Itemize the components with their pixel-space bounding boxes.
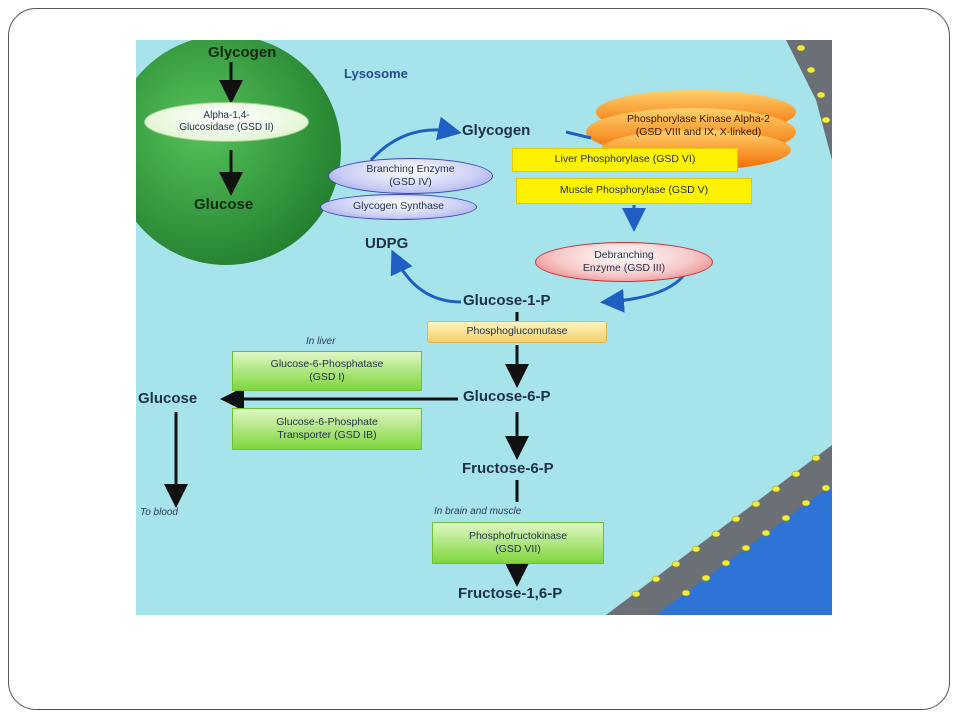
phosphorylase-kinase: Phosphorylase Kinase Alpha-2 (GSD VIII a… — [626, 112, 770, 138]
muscle-phosphorylase: Muscle Phosphorylase (GSD V) — [516, 178, 752, 204]
udpg-label: UDPG — [365, 235, 409, 252]
arrow-g1p-to-udpg — [390, 249, 462, 304]
liver-phosphorylase: Liver Phosphorylase (GSD VI) — [512, 148, 738, 172]
fructose-6-p-label: Fructose-6-P — [462, 460, 554, 477]
lysosome — [136, 40, 341, 265]
glucose-label: Glucose — [138, 390, 198, 407]
phosphoglucomutase: Phosphoglucomutase — [427, 321, 607, 343]
diagram-graphics — [136, 40, 832, 615]
debranching-enzyme: Debranching Enzyme (GSD III) — [535, 242, 713, 282]
arrow-udpg-to-glycogen — [369, 116, 462, 162]
glycogen-label: Glycogen — [462, 122, 531, 139]
phosphofructokinase: Phosphofructokinase (GSD VII) — [432, 522, 604, 564]
note-in-liver: In liver — [306, 336, 336, 347]
lysosome-title: Lysosome — [344, 66, 408, 81]
arrow-debranching-to-g1p — [600, 274, 686, 313]
branching-enzyme: Branching Enzyme (GSD IV) — [328, 158, 493, 194]
glucose-6-phosphatase: Glucose-6-Phosphatase (GSD I) — [232, 351, 422, 391]
note-in-brain-muscle: In brain and muscle — [434, 506, 522, 517]
glycogen-synthase: Glycogen Synthase — [320, 194, 477, 220]
slide-frame — [8, 8, 950, 710]
note-to-blood: To blood — [140, 507, 178, 518]
lysosome-glycogen-label: Glycogen — [208, 44, 277, 61]
lysosome-glucose-label: Glucose — [194, 196, 254, 213]
glucose-6-p-label: Glucose-6-P — [463, 388, 551, 405]
glucose-1-p-label: Glucose-1-P — [463, 292, 551, 309]
glucose-6-phosphate-transporter: Glucose-6-Phosphate Transporter (GSD IB) — [232, 408, 422, 450]
membrane-dots — [631, 44, 831, 598]
alpha-glucosidase-enzyme: Alpha-1,4- Glucosidase (GSD II) — [144, 102, 309, 142]
glycogen-metabolism-diagram: Glycogen Alpha-1,4- Glucosidase (GSD II)… — [136, 40, 832, 615]
fructose-1-6-p-label: Fructose-1,6-P — [458, 585, 563, 602]
arrow-glycogen-right — [565, 130, 592, 140]
